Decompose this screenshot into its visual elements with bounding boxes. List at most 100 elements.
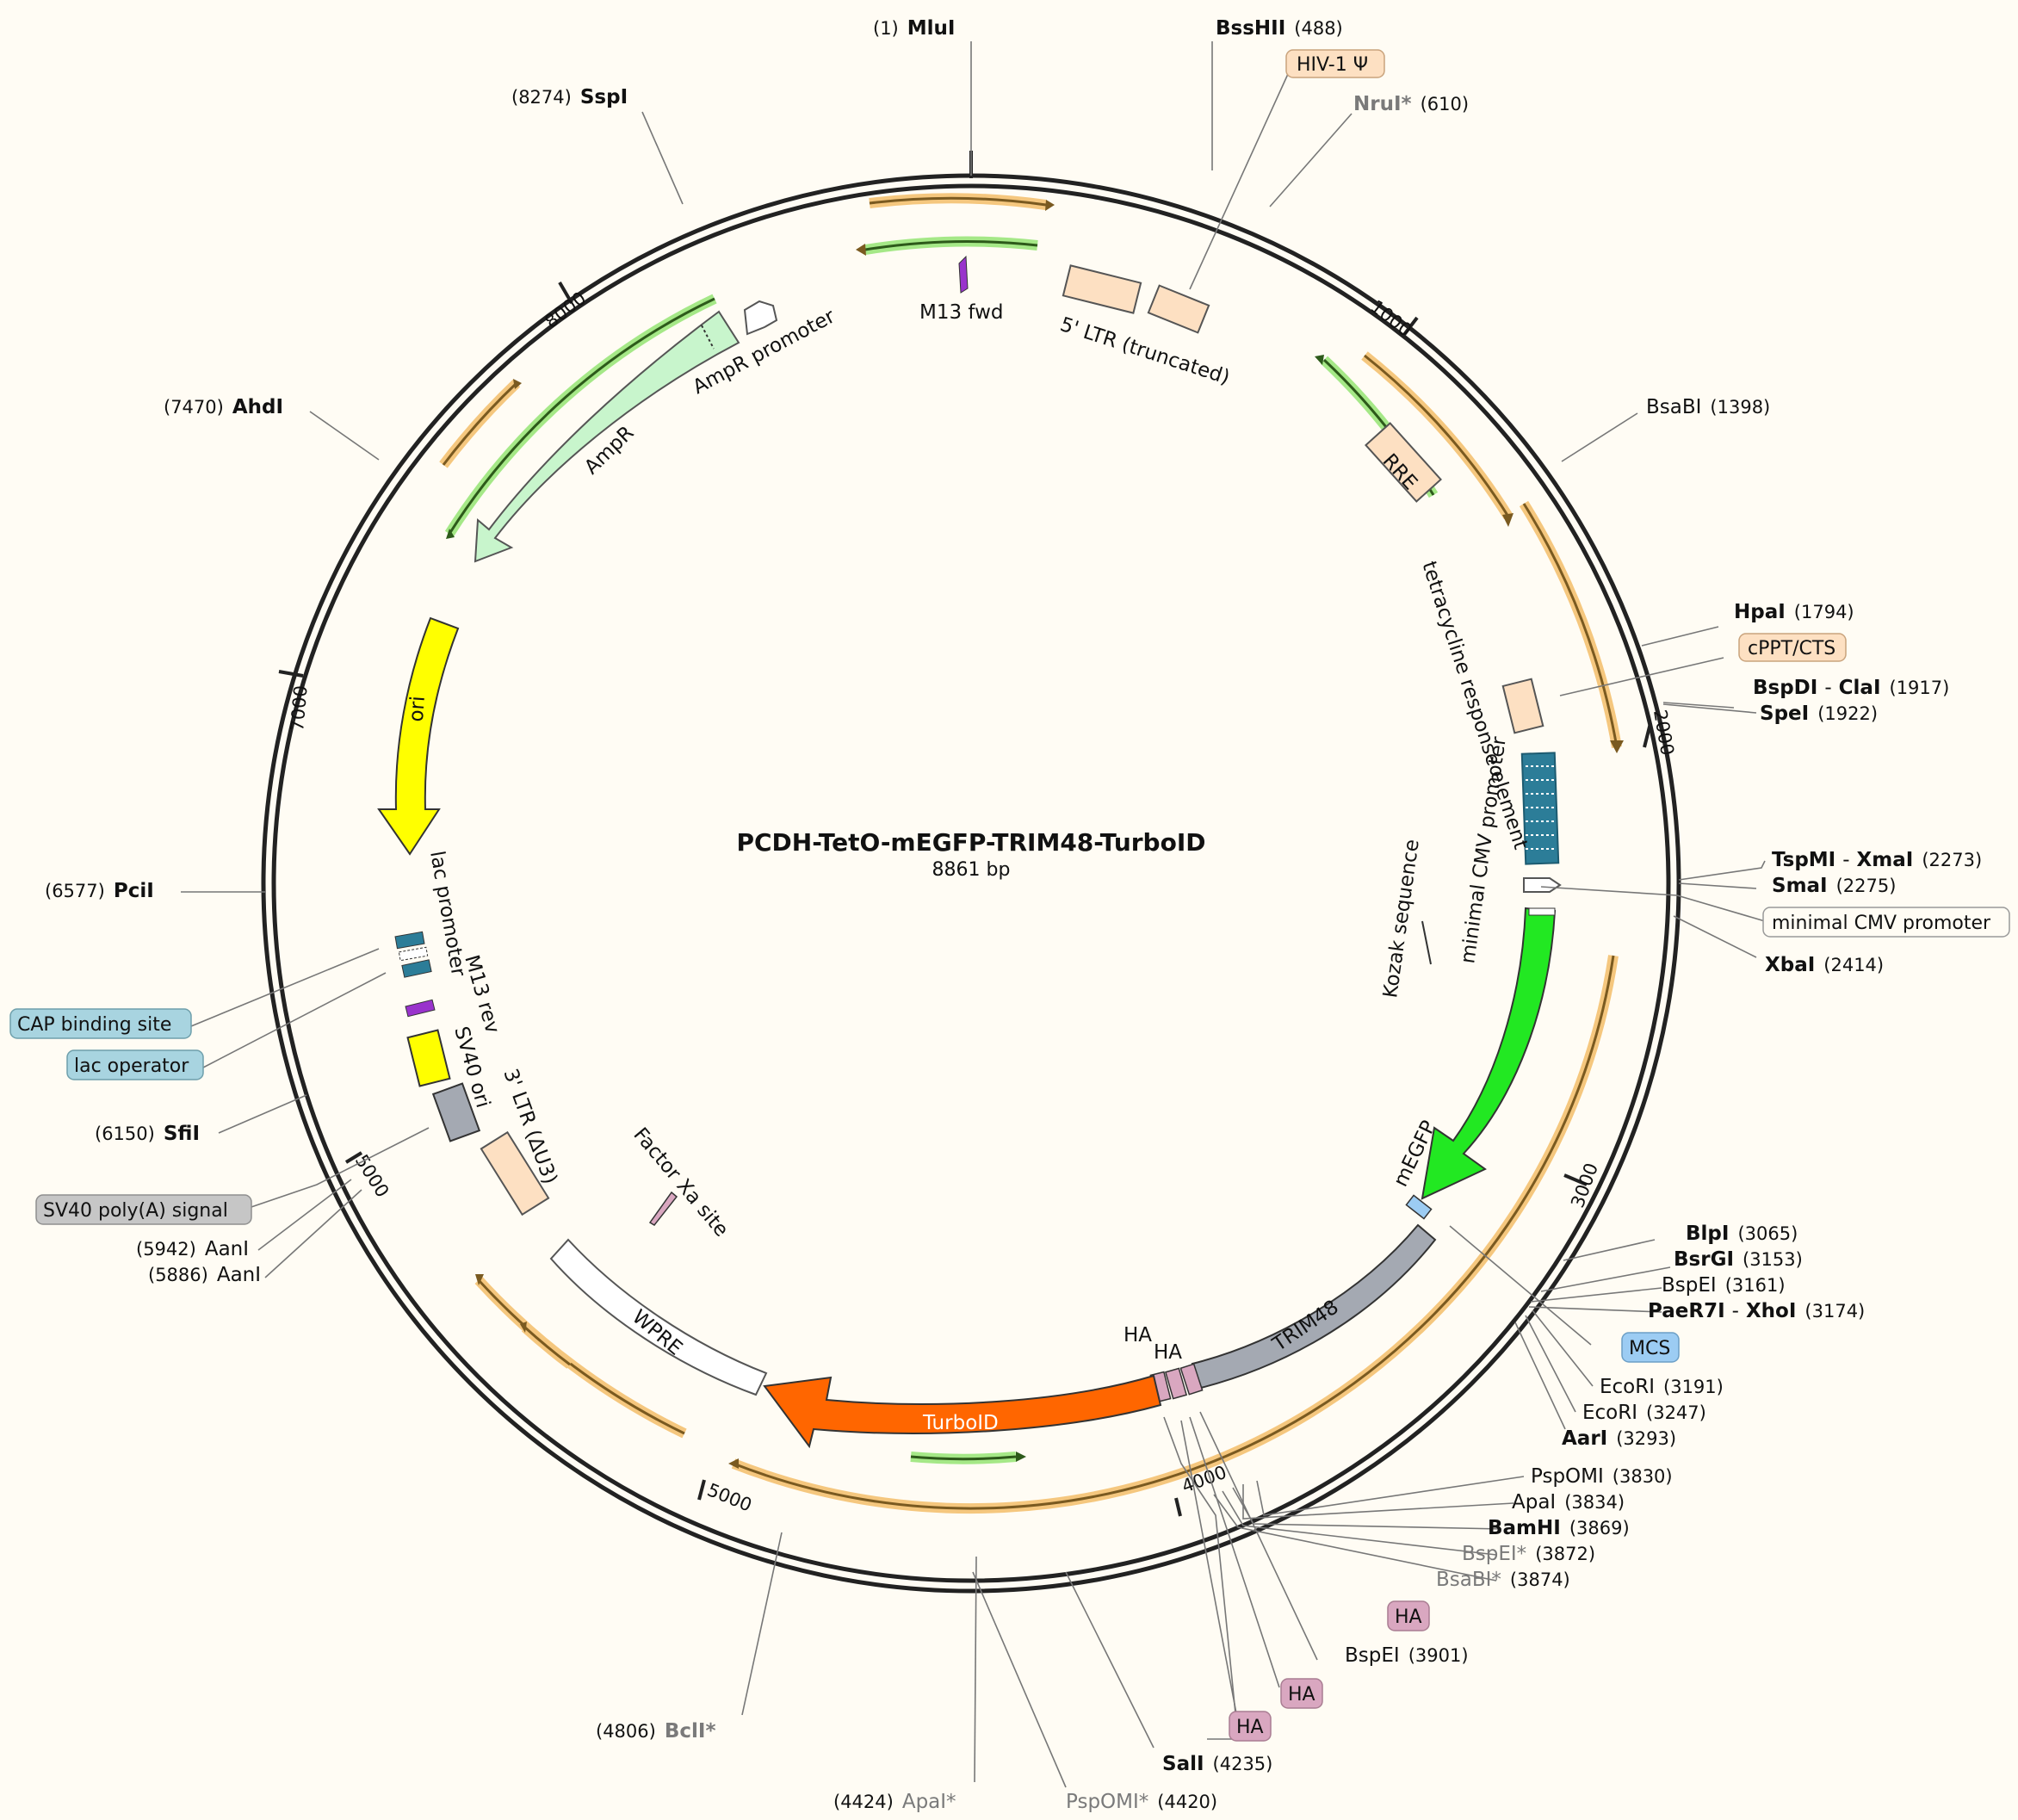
svg-text:(4806)BclI*: (4806) BclI* bbox=[596, 1720, 715, 1743]
svg-text:(1)MluI: (1) MluI bbox=[873, 17, 955, 40]
svg-text:BssHII(488): BssHII (488) bbox=[1216, 17, 1343, 40]
smai-name: SmaI bbox=[1772, 875, 1828, 897]
svg-text:HA: HA bbox=[1288, 1684, 1315, 1705]
bcli-name: BclI* bbox=[665, 1720, 716, 1743]
svg-text:minimal CMV promoter: minimal CMV promoter bbox=[1772, 913, 1991, 934]
turboid-arrow bbox=[763, 1374, 1162, 1449]
lac-elements bbox=[394, 931, 436, 1018]
svg-text:BsaBI(1398): BsaBI (1398) bbox=[1646, 396, 1770, 418]
xhoi-name: XhoI bbox=[1746, 1300, 1796, 1322]
pcii-pos: (6577) bbox=[45, 881, 105, 901]
svg-text:(4424)ApaI*: (4424)ApaI* bbox=[833, 1791, 956, 1813]
nrui-name: NruI* bbox=[1353, 93, 1412, 115]
spei-pos: (1922) bbox=[1817, 703, 1878, 724]
svg-text:PspOMI*(4420): PspOMI*(4420) bbox=[1066, 1791, 1217, 1813]
svg-text:SalI(4235): SalI (4235) bbox=[1162, 1753, 1272, 1775]
svg-text:(7470)AhdI: (7470)AhdI bbox=[164, 396, 283, 418]
svg-text:BspEI(3161): BspEI (3161) bbox=[1662, 1274, 1786, 1297]
tspmi-pos: (2273) bbox=[1922, 850, 1982, 870]
tick-label-1000: 1000 bbox=[1366, 296, 1415, 341]
apai1-pos: (3834) bbox=[1564, 1492, 1625, 1513]
xbai-pos: (2414) bbox=[1823, 955, 1884, 975]
pill-mcs: MCS bbox=[1621, 1332, 1680, 1363]
svg-text:HIV-1 Ψ: HIV-1 Ψ bbox=[1297, 54, 1368, 76]
kozak-mark bbox=[1421, 920, 1432, 965]
spei-name: SpeI bbox=[1760, 703, 1809, 725]
xbai-name: XbaI bbox=[1765, 954, 1815, 976]
svg-text:MCS: MCS bbox=[1629, 1338, 1670, 1359]
orf-arc-bottom-left-1 bbox=[474, 1276, 687, 1439]
bspei1-pos: (3161) bbox=[1725, 1275, 1786, 1296]
megfp-dots bbox=[1528, 907, 1556, 916]
aari-name: AarI bbox=[1562, 1427, 1607, 1450]
mlui-pos: (1) bbox=[873, 18, 899, 39]
turboid-label: TurboID bbox=[922, 1412, 999, 1434]
svg-text:cPPT/CTS: cPPT/CTS bbox=[1748, 638, 1835, 659]
lacprom-label: lac promoter bbox=[425, 850, 469, 979]
pill-mincmv: minimal CMV promoter bbox=[1762, 907, 2010, 938]
svg-text:(8274)SspI: (8274)SspI bbox=[511, 86, 628, 108]
ori-arrow bbox=[377, 616, 460, 856]
sv40ori-box bbox=[406, 1029, 451, 1087]
svg-text:lac operator: lac operator bbox=[74, 1055, 189, 1077]
cppt-box bbox=[1501, 678, 1544, 734]
megfp-arrow bbox=[1421, 907, 1557, 1200]
aani1-pos: (5942) bbox=[136, 1239, 196, 1260]
bcli-pos: (4806) bbox=[596, 1721, 656, 1742]
sfii-pos: (6150) bbox=[95, 1124, 155, 1144]
ori-label: ori bbox=[405, 696, 430, 723]
orf-arc-top-green-core bbox=[864, 240, 1038, 251]
hpai-pos: (1794) bbox=[1794, 602, 1854, 622]
ha-label-a: HA bbox=[1124, 1324, 1152, 1346]
svg-text:BspDI-ClaI(1917): BspDI-ClaI(1917) bbox=[1753, 677, 1949, 699]
mcs-box bbox=[1405, 1194, 1433, 1220]
xmai-name: XmaI bbox=[1857, 849, 1914, 871]
pspomi2-pos: (4420) bbox=[1157, 1792, 1217, 1812]
svg-text:SpeI(1922): SpeI (1922) bbox=[1760, 703, 1878, 725]
bsabi1-name: BsaBI bbox=[1646, 396, 1701, 418]
clai-name: ClaI bbox=[1839, 677, 1881, 699]
svg-text:(5942)AanI: (5942) AanI bbox=[136, 1238, 249, 1260]
smai-pos: (2275) bbox=[1836, 876, 1897, 896]
plasmid-length: 8861 bp bbox=[932, 859, 1011, 881]
svg-text:SmaI(2275): SmaI (2275) bbox=[1772, 875, 1896, 897]
svg-text:HA: HA bbox=[1236, 1717, 1264, 1738]
tick-label-3000: 3000 bbox=[1567, 1161, 1602, 1210]
ha-label-b: HA bbox=[1154, 1341, 1182, 1364]
pspomi1-pos: (3830) bbox=[1613, 1466, 1673, 1487]
backbone-inner bbox=[271, 183, 1671, 1583]
rre-box bbox=[1365, 422, 1442, 503]
mlui-name: MluI bbox=[907, 17, 956, 40]
ecori1-pos: (3191) bbox=[1663, 1377, 1724, 1397]
bspei3-pos: (3901) bbox=[1408, 1645, 1469, 1666]
sali-name: SalI bbox=[1162, 1753, 1204, 1775]
svg-text:BsrGI(3153): BsrGI(3153) bbox=[1674, 1248, 1803, 1271]
hpai-name: HpaI bbox=[1734, 601, 1786, 623]
wpre-box bbox=[549, 1238, 768, 1396]
bsabi2-name: BsaBI* bbox=[1436, 1569, 1501, 1591]
sali-pos: (4235) bbox=[1213, 1754, 1273, 1774]
svg-text:BspEI*(3872): BspEI*(3872) bbox=[1462, 1543, 1595, 1565]
apai2-name: ApaI* bbox=[902, 1791, 956, 1813]
pill-ha1: HA bbox=[1387, 1600, 1430, 1631]
pspomi1-name: PspOMI bbox=[1531, 1465, 1604, 1488]
tick-label-7000: 7000 bbox=[287, 684, 312, 732]
orf-arrowheads bbox=[446, 200, 1624, 1469]
ampr-arrow bbox=[474, 310, 740, 563]
bspei1-name: BspEI bbox=[1662, 1274, 1717, 1297]
plasmid-title: PCDH-TetO-mEGFP-TRIM48-TurboID bbox=[736, 828, 1205, 857]
svg-text:PspOMI(3830): PspOMI (3830) bbox=[1531, 1465, 1673, 1488]
svg-text:AarI(3293): AarI(3293) bbox=[1562, 1427, 1676, 1450]
bspdi-pos: (1917) bbox=[1890, 678, 1950, 698]
aani1-name: AanI bbox=[205, 1238, 249, 1260]
bsabi1-pos: (1398) bbox=[1710, 397, 1770, 418]
bsrgi-pos: (3153) bbox=[1743, 1249, 1803, 1270]
tick-label-5000a: 5000 bbox=[704, 1479, 755, 1515]
mincmv-label-vertical: minimal CMV promoter bbox=[1457, 735, 1511, 965]
apai1-name: ApaI bbox=[1512, 1491, 1556, 1514]
svg-text:EcoRI(3247): EcoRI(3247) bbox=[1582, 1402, 1706, 1424]
bsshii-name: BssHII bbox=[1216, 17, 1285, 40]
bsshii-pos: (488) bbox=[1294, 18, 1342, 39]
orf-arc-top-orange-core bbox=[869, 196, 1047, 207]
bspdi-name: BspDI bbox=[1753, 677, 1817, 699]
